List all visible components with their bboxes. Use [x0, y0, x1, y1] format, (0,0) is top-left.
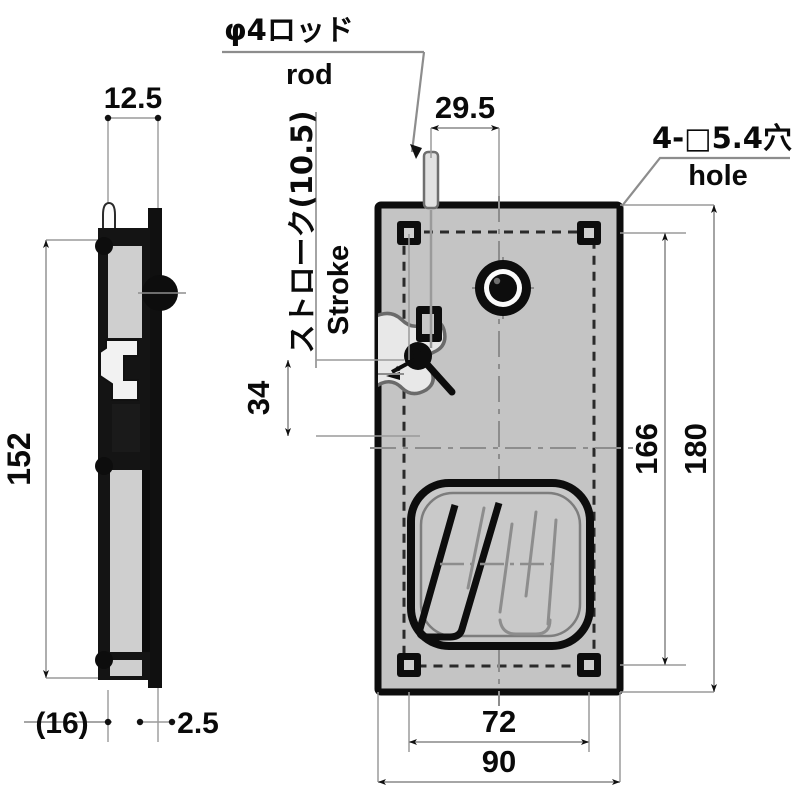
dimension-12-5: 12.5 — [104, 82, 162, 122]
dimension-label-34: 34 — [241, 380, 276, 415]
side-cavity-upper — [108, 246, 142, 338]
front-view-dimensions: 29.5 34 166 180 72 90 — [241, 90, 717, 785]
rod-callout-leader — [410, 51, 426, 153]
side-screw-boss-mid — [95, 457, 113, 475]
side-faceplate — [148, 208, 162, 688]
latch-arm — [412, 348, 456, 396]
dimension-152: 152 — [1, 240, 49, 678]
latch-mechanism — [378, 306, 456, 396]
hole-callout: 4-□5.4穴 hole — [621, 121, 792, 207]
front-extension-lines — [316, 128, 714, 782]
dimension-label-152: 152 — [1, 432, 37, 485]
hole-callout-leader — [621, 156, 790, 207]
dimension-label-72: 72 — [482, 704, 516, 739]
handle-hidden-edges — [466, 506, 558, 636]
side-screw-boss-bottom — [95, 651, 113, 669]
dimension-label-12-5: 12.5 — [104, 82, 162, 115]
dimension-2-5: 2.5 — [136, 707, 219, 740]
handle-grip — [416, 502, 503, 641]
stroke-callout-en: Stroke — [323, 245, 355, 335]
square-mounting-hole — [577, 221, 601, 245]
side-view: 12.5 152 (16) 2.5 — [1, 82, 219, 742]
dimension-29-5: 29.5 — [431, 90, 499, 131]
side-mechanism-block — [112, 404, 140, 452]
dimension-72: 72 — [409, 704, 589, 745]
lock-cylinder — [472, 257, 534, 319]
side-view-body — [95, 201, 186, 688]
rod-callout: φ4ロッド rod — [222, 13, 426, 159]
stroke-callout: ストローク(10.5) Stroke — [285, 110, 355, 368]
dimension-90: 90 — [378, 744, 620, 785]
dimension-label-180: 180 — [678, 423, 713, 475]
rod-callout-jp: φ4ロッド — [224, 13, 354, 47]
rod-callout-arrowhead — [410, 144, 422, 159]
stroke-callout-jp: ストローク(10.5) — [285, 110, 319, 353]
lock-cylinder-core — [489, 274, 517, 302]
rod-shaft — [422, 150, 440, 210]
lock-cylinder-keyway — [493, 277, 501, 285]
dimension-label-16: (16) — [35, 707, 88, 740]
dimension-34: 34 — [241, 360, 291, 436]
dimension-label-90: 90 — [482, 744, 516, 779]
side-cavity-foot — [110, 660, 142, 676]
square-mounting-holes — [397, 221, 601, 677]
dimension-166: 166 — [629, 233, 668, 665]
dimension-label-166: 166 — [629, 423, 664, 475]
rod — [422, 150, 440, 348]
side-cavity-lower — [110, 470, 142, 652]
square-mounting-hole — [577, 653, 601, 677]
latch-direction-arrow — [391, 358, 415, 374]
rod-callout-en: rod — [286, 59, 333, 91]
handle-recess — [407, 479, 594, 650]
side-screw-boss-top — [95, 237, 113, 255]
dimension-180: 180 — [678, 205, 717, 692]
dimension-label-2-5: 2.5 — [177, 707, 219, 740]
square-mounting-hole — [397, 653, 421, 677]
square-mounting-hole — [397, 221, 421, 245]
side-latch-mechanism — [99, 339, 139, 401]
handle-recess-inner — [419, 491, 582, 638]
dimension-label-29-5: 29.5 — [435, 90, 495, 125]
hole-callout-en: hole — [688, 160, 748, 192]
dimension-16: (16) — [24, 707, 112, 740]
front-view — [370, 150, 634, 706]
side-handle-edge — [142, 470, 150, 652]
hole-callout-jp: 4-□5.4穴 — [652, 121, 792, 155]
